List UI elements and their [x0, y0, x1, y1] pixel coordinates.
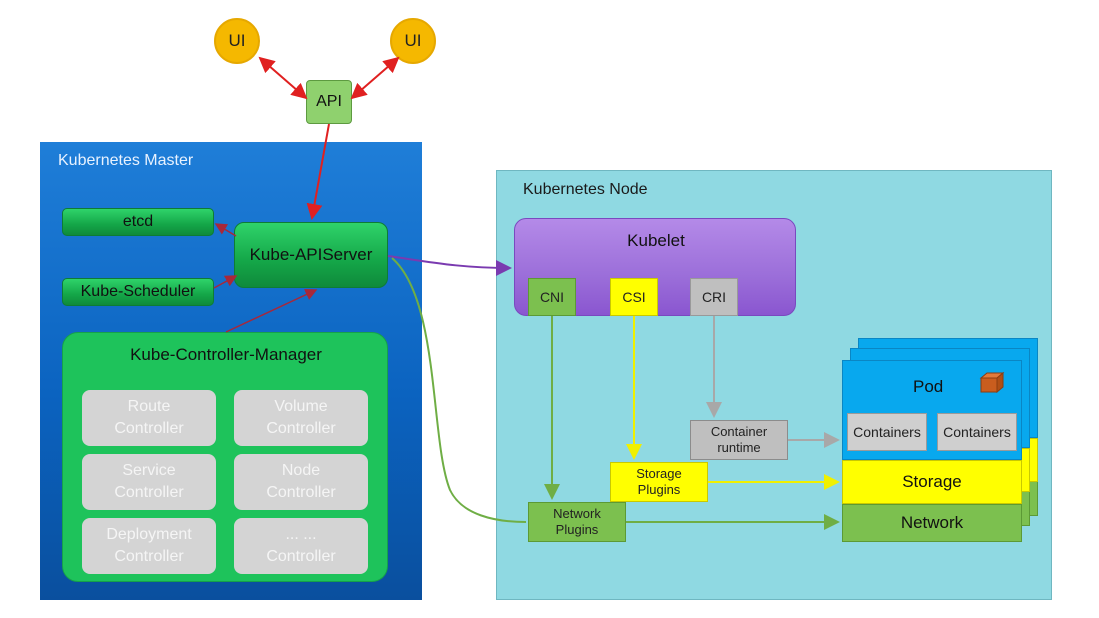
- node-title: Kubernetes Node: [523, 181, 648, 198]
- deployment-controller: Deployment Controller: [82, 518, 216, 574]
- ui-node-left: UI: [214, 18, 260, 64]
- cri-box: CRI: [690, 278, 738, 316]
- network-plugins-line1: Network: [553, 506, 601, 521]
- controller-line2: Controller: [114, 420, 184, 437]
- network-layer: Network: [842, 504, 1022, 542]
- ui-node-right: UI: [390, 18, 436, 64]
- container-runtime-box: Container runtime: [690, 420, 788, 460]
- controller-line1: ... ...: [285, 526, 317, 543]
- storage-plugins-line2: Plugins: [637, 482, 681, 497]
- service-controller: Service Controller: [82, 454, 216, 510]
- kube-scheduler-box: Kube-Scheduler: [62, 278, 214, 306]
- api-box: API: [306, 80, 352, 124]
- container-runtime-line2: runtime: [717, 440, 761, 455]
- controller-line2: Controller: [114, 484, 184, 501]
- csi-box: CSI: [610, 278, 658, 316]
- controller-line2: Controller: [266, 548, 336, 565]
- containers-box-2: Containers: [937, 413, 1017, 451]
- etcd-box: etcd: [62, 208, 214, 236]
- controller-line1: Service: [122, 462, 176, 479]
- kubelet-title: Kubelet: [627, 231, 685, 250]
- pod-box: Pod Containers Containers: [842, 360, 1022, 460]
- controller-manager-title: Kube-Controller-Manager: [130, 345, 322, 364]
- cni-box: CNI: [528, 278, 576, 316]
- controller-line1: Node: [281, 462, 321, 479]
- node-controller: Node Controller: [234, 454, 368, 510]
- storage-plugins-box: Storage Plugins: [610, 462, 708, 502]
- container-runtime-line1: Container: [710, 424, 768, 439]
- storage-plugins-line1: Storage: [636, 466, 682, 481]
- cube-icon: [979, 371, 1005, 393]
- controller-line2: Controller: [114, 548, 184, 565]
- controller-line2: Controller: [266, 420, 336, 437]
- containers-box-1: Containers: [847, 413, 927, 451]
- kube-apiserver-box: Kube-APIServer: [234, 222, 388, 288]
- master-title: Kubernetes Master: [58, 152, 194, 169]
- pod-title: Pod: [913, 377, 944, 396]
- controller-line2: Controller: [266, 484, 336, 501]
- route-controller: Route Controller: [82, 390, 216, 446]
- network-plugins-box: Network Plugins: [528, 502, 626, 542]
- controller-line1: Volume: [274, 398, 328, 415]
- other-controller: ... ... Controller: [234, 518, 368, 574]
- network-plugins-line2: Plugins: [555, 522, 599, 537]
- controller-line1: Route: [127, 398, 171, 415]
- controller-line1: Deployment: [106, 526, 192, 543]
- volume-controller: Volume Controller: [234, 390, 368, 446]
- storage-layer: Storage: [842, 460, 1022, 504]
